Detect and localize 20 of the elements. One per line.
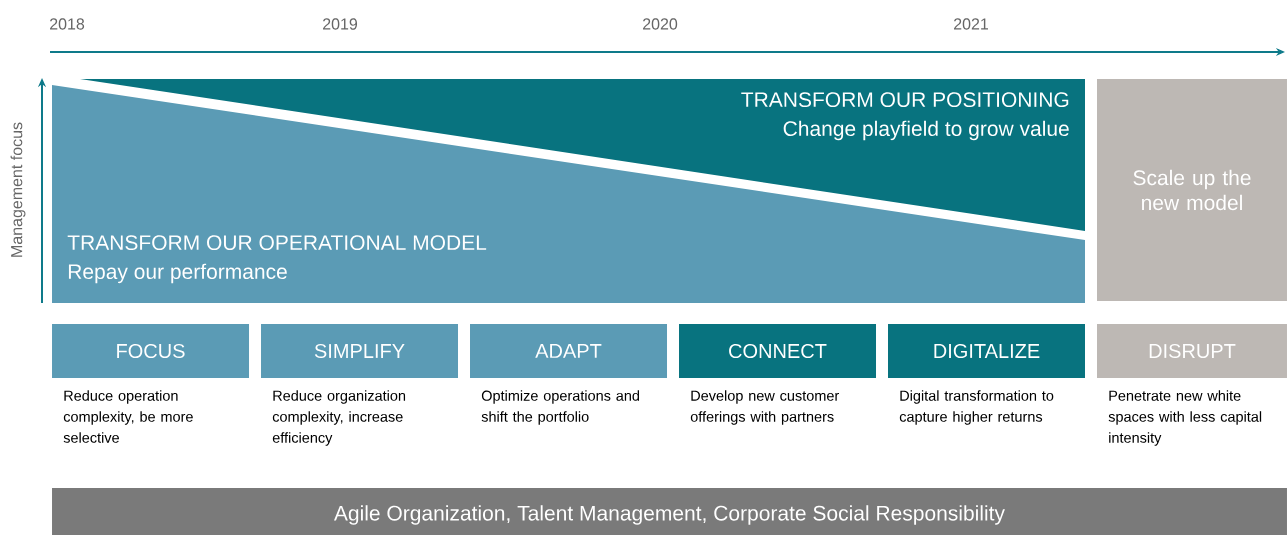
pillar-box: CONNECT	[679, 324, 876, 378]
pillar-description: Reduce organization complexity, increase efficiency	[272, 390, 406, 446]
pillar-box: DIGITALIZE	[888, 324, 1085, 378]
positioning-triangle: TRANSFORM OUR POSITIONING Change playfield to grow value	[80, 79, 1085, 231]
pillar-description: Reduce operation complexity, be more selective	[63, 390, 193, 443]
pillar-description: Optimize operations and shift the portfolio	[481, 390, 640, 425]
scale-up-box: Scale up the new model	[1097, 79, 1287, 301]
axis-label: Management focus	[10, 122, 26, 257]
year-label: 2018	[50, 18, 85, 30]
pillar-box: ADAPT	[470, 324, 667, 378]
pillar-description: Develop new customer offerings with partners	[690, 390, 840, 425]
pillar-box: FOCUS	[52, 324, 249, 378]
pillar-box: DISRUPT	[1097, 324, 1287, 378]
year-label: 2020	[643, 18, 678, 30]
year-label: 2021	[954, 18, 988, 30]
year-label: 2019	[323, 18, 358, 30]
pillar-description: Penetrate new white spaces with less capital intensity	[1108, 390, 1262, 446]
pillar-description: Digital transformation to capture higher returns	[899, 390, 1054, 425]
pillar-box: SIMPLIFY	[261, 324, 458, 378]
foundation-bar: Agile Organization, Talent Management, Corporate Social Responsibility	[52, 488, 1287, 535]
